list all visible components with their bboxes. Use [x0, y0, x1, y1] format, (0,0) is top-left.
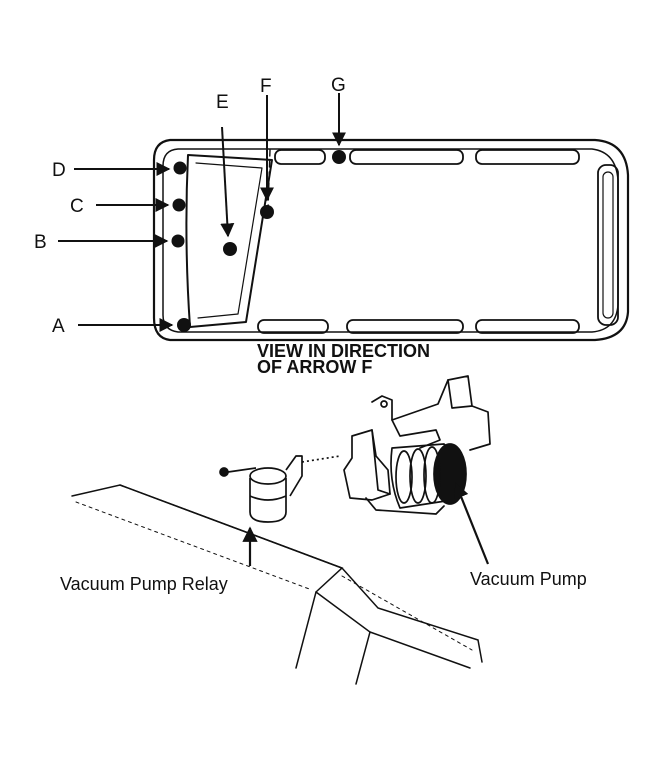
- rear-window-inner: [602, 171, 614, 319]
- pump-ring-3: [423, 446, 441, 504]
- relay-top: [249, 467, 287, 485]
- point-c-dot: [172, 198, 186, 212]
- label-g: G: [331, 75, 346, 96]
- arrow-pump: [453, 482, 490, 565]
- relay-band: [249, 495, 287, 501]
- pump-base: [365, 497, 445, 515]
- window-top-3: [475, 149, 580, 165]
- pump-mount: [343, 429, 391, 501]
- window-bottom-3: [475, 319, 580, 334]
- pump-ring-2: [409, 448, 427, 504]
- vacuum-pump-relay: [219, 455, 341, 523]
- body-panel: [71, 484, 483, 685]
- label-c: C: [70, 196, 84, 217]
- point-e-dot: [223, 242, 237, 256]
- view-caption-line2: OF ARROW F: [257, 357, 372, 377]
- point-a-dot: [177, 318, 191, 332]
- pump-ring-1: [395, 450, 413, 504]
- label-vacuum-pump: Vacuum Pump: [470, 569, 587, 589]
- view-caption-line1: VIEW IN DIRECTION: [257, 341, 430, 361]
- panel-edge: [119, 484, 483, 663]
- window-bottom-1: [257, 319, 329, 334]
- window-top-2: [349, 149, 464, 165]
- pump-bolt: [380, 400, 388, 408]
- label-b: B: [34, 232, 47, 253]
- panel-inner: [369, 631, 471, 669]
- point-g-dot: [332, 150, 346, 164]
- relay-screw: [227, 467, 257, 473]
- point-d-dot: [173, 161, 187, 175]
- label-d: D: [52, 160, 66, 181]
- label-e: E: [216, 92, 229, 113]
- label-vacuum-pump-relay: Vacuum Pump Relay: [60, 574, 228, 594]
- arrow-e: [220, 126, 235, 238]
- point-b-dot: [171, 234, 185, 248]
- relay-bracket: [285, 455, 303, 497]
- panel-fold-dashed: [75, 501, 313, 591]
- windshield-inner: [195, 162, 263, 319]
- pump-upper-bracket: [371, 375, 491, 451]
- pump-bracket-face: [447, 379, 473, 409]
- label-a: A: [52, 316, 65, 337]
- pump-mount-face: [371, 429, 391, 495]
- window-top-1: [274, 149, 326, 165]
- panel-lower: [315, 591, 371, 685]
- point-f-dot: [260, 205, 274, 219]
- windshield: [185, 154, 273, 328]
- pump-arm: [391, 419, 441, 449]
- relay-hose: [301, 455, 341, 463]
- label-f: F: [260, 76, 272, 97]
- vacuum-pump: [343, 375, 491, 515]
- relay-body: [249, 478, 287, 523]
- vehicle-body-outline: [152, 138, 630, 342]
- rear-window: [597, 164, 619, 326]
- panel-fold-dashed-2: [341, 575, 473, 651]
- vehicle-inner-outline: [162, 148, 619, 333]
- relay-screw-head: [219, 467, 229, 477]
- window-bottom-2: [346, 319, 464, 334]
